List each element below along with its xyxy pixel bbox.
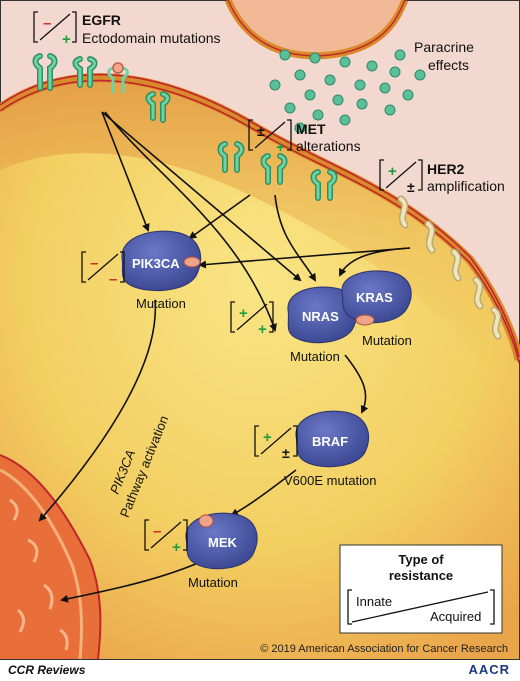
- nras-caption: Mutation: [290, 349, 340, 364]
- braf-protein: [295, 410, 370, 468]
- egfr-sign-top: –: [43, 15, 51, 32]
- mek-protein: [185, 512, 258, 570]
- bracket-glyphs: [33, 11, 423, 551]
- nras-protein: [287, 286, 358, 344]
- legend-acquired: Acquired: [430, 609, 481, 624]
- resistance-pathway-diagram: – + ± + + ± – – + + + ± – + EGFR Ectodom…: [0, 0, 520, 660]
- copyright-notice: © 2019 American Association for Cancer R…: [260, 643, 508, 655]
- nras-name: NRAS: [302, 309, 339, 324]
- paracrine-ligand-dots: [269, 49, 426, 134]
- met-sign-bottom: +: [276, 139, 285, 156]
- footer-bar: CCR Reviews AACR: [0, 660, 520, 681]
- mek-sign-top: –: [153, 523, 161, 540]
- neighbor-cell: [228, 0, 405, 56]
- her2-sign-top: +: [388, 163, 397, 180]
- mek-caption: Mutation: [188, 575, 238, 590]
- egfr-mutation-dot: [112, 62, 124, 74]
- met-label: MET: [296, 121, 326, 137]
- publisher-logo: AACR: [468, 662, 510, 677]
- paracrine-label-line2: effects: [428, 57, 469, 73]
- kras-protein: [341, 270, 412, 326]
- braf-sign-top: +: [263, 429, 272, 446]
- legend-innate: Innate: [356, 594, 392, 609]
- paracrine-label-line1: Paracrine: [414, 39, 474, 55]
- pik3ca-sign-bottom: –: [109, 271, 117, 288]
- cell-membrane: [0, 73, 520, 361]
- braf-sign-bottom: ±: [282, 445, 290, 461]
- kras-caption: Mutation: [362, 333, 412, 348]
- mek-name: MEK: [208, 535, 238, 550]
- pik3ca-sign-top: –: [90, 255, 98, 272]
- pik3ca-protein: [121, 230, 202, 292]
- her2-description: amplification: [427, 178, 505, 194]
- egfr-sign-bottom: +: [62, 31, 71, 48]
- braf-caption: V600E mutation: [284, 473, 377, 488]
- braf-name: BRAF: [312, 434, 348, 449]
- kras-name: KRAS: [356, 290, 393, 305]
- mitochondrion-organelle: [0, 454, 102, 660]
- legend-title-line2: resistance: [389, 568, 453, 583]
- met-sign-top: ±: [257, 123, 265, 139]
- pik3ca-caption: Mutation: [136, 296, 186, 311]
- nras-sign-top: +: [239, 305, 248, 322]
- legend-title-line1: Type of: [398, 552, 444, 567]
- egfr-label: EGFR: [82, 12, 121, 28]
- resistance-legend: Type of resistance Innate Acquired: [339, 544, 503, 634]
- signaling-arrows: [38, 111, 411, 603]
- mek-sign-bottom: +: [172, 539, 181, 556]
- her2-label: HER2: [427, 161, 465, 177]
- nras-sign-bottom: +: [258, 321, 267, 338]
- met-description: alterations: [296, 138, 361, 154]
- journal-section-label: CCR Reviews: [8, 663, 86, 677]
- membrane-shading: [0, 77, 519, 421]
- her2-sign-bottom: ±: [407, 179, 415, 195]
- egfr-description: Ectodomain mutations: [82, 30, 221, 46]
- pik3ca-name: PIK3CA: [132, 256, 180, 271]
